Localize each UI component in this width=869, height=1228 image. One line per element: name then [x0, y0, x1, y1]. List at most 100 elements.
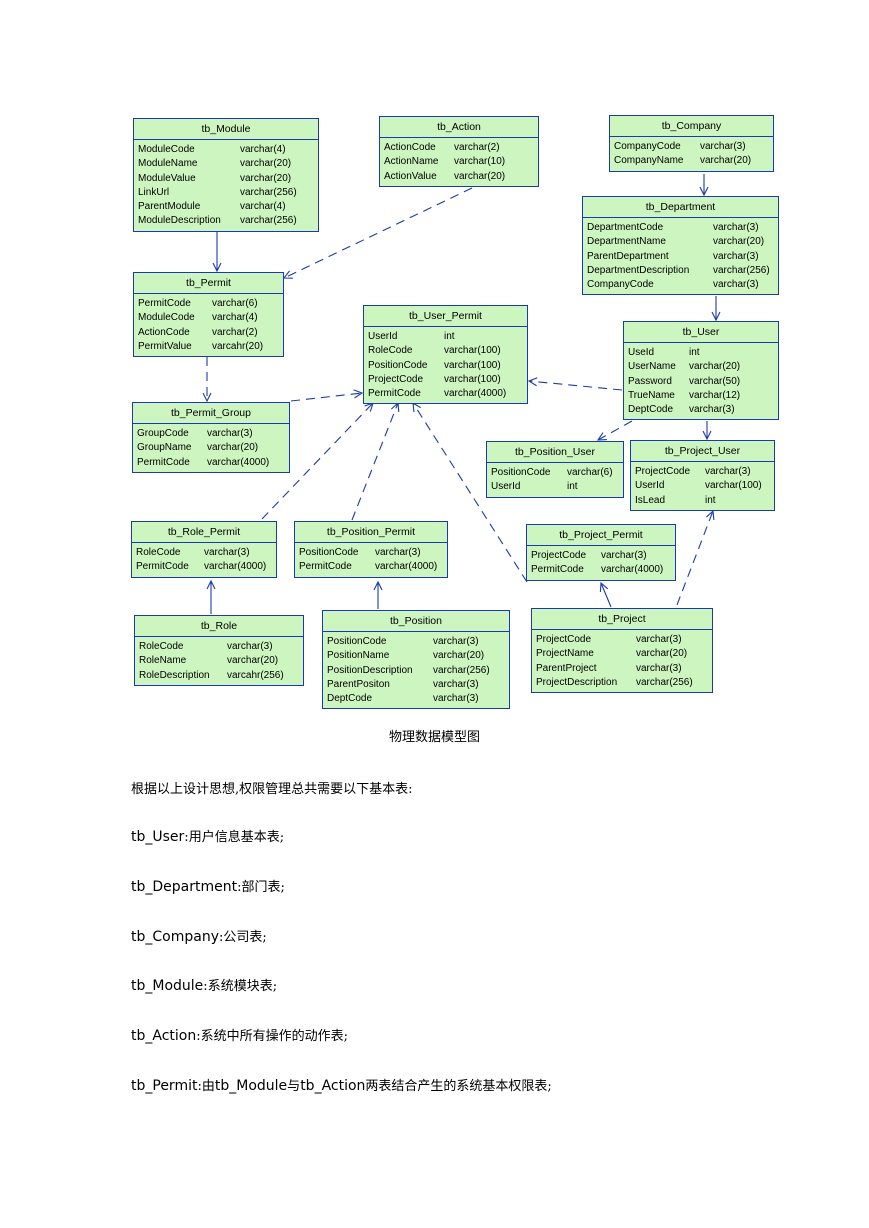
field-type: varchar(4000) — [444, 388, 507, 400]
field-name: ActionCode — [384, 142, 436, 153]
field-name: ParentPositon — [327, 678, 390, 690]
field-name: DepartmentName — [587, 236, 666, 248]
field-type: varchar(20) — [454, 170, 506, 182]
field-name: PermitCode — [299, 561, 352, 573]
field-type: varchar(6) — [212, 298, 258, 309]
field-name: ModuleName — [138, 158, 198, 170]
entity-field-row: ActionCode varchar(2) — [384, 141, 534, 155]
arrowhead-icon — [206, 579, 216, 590]
entity-field-row: GroupCode varchar(3) — [137, 427, 285, 441]
field-name: Password — [628, 375, 672, 387]
field-name: DepartmentDescription — [587, 264, 690, 276]
field-name: ModuleCode — [138, 144, 195, 155]
item-tb-permit: tb_Permit:由tb_Module与tb_Action两表结合产生的系统基… — [131, 1078, 552, 1094]
field-type: varchar(100) — [444, 345, 501, 357]
relation-position_permit-to-user_permit — [351, 401, 400, 521]
field-name: ActionName — [384, 156, 439, 168]
field-type: varchar(4) — [240, 201, 286, 213]
field-type: varchar(20) — [713, 236, 765, 248]
relation-project-to-project_permit — [599, 581, 612, 608]
field-type: varchar(256) — [240, 186, 297, 198]
field-type: varchar(50) — [689, 375, 741, 387]
entity-field-row: ParentModule varchar(4) — [138, 200, 314, 214]
field-name: UserId — [491, 481, 521, 493]
arrowhead-icon — [599, 581, 609, 592]
relation-user-to-user_permit — [527, 377, 623, 391]
field-type: varchar(20) — [433, 650, 485, 662]
item-tb-user: tb_User:用户信息基本表; — [131, 829, 285, 845]
field-name: GroupCode — [137, 428, 189, 439]
field-type: varchar(20) — [700, 155, 752, 167]
field-name: RoleCode — [139, 641, 184, 652]
item-tb-company: tb_Company:公司表; — [131, 929, 267, 945]
field-name: PermitCode — [531, 564, 584, 576]
entity-title: tb_Department — [583, 197, 778, 218]
field-name: ParentModule — [138, 201, 201, 213]
arrowhead-icon — [702, 430, 712, 441]
field-name: ActionCode — [138, 326, 190, 338]
field-name: CompanyCode — [614, 141, 681, 152]
field-type: varchar(3) — [207, 428, 253, 439]
entity-title: tb_Project_User — [631, 441, 774, 462]
field-name: LinkUrl — [138, 186, 170, 198]
field-type: varchar(3) — [433, 636, 479, 647]
field-name: PermitValue — [138, 340, 192, 352]
item-tb-department: tb_Department:部门表; — [131, 879, 285, 895]
field-name: DeptCode — [628, 404, 674, 416]
field-name: RoleDescription — [139, 669, 210, 681]
field-name: ProjectDescription — [536, 676, 618, 688]
field-type: varchar(4000) — [601, 564, 664, 576]
field-type: varchar(4000) — [207, 456, 270, 468]
field-type: varchar(2) — [454, 142, 500, 153]
field-name: TrueName — [628, 389, 675, 401]
field-name: PermitCode — [136, 561, 189, 573]
field-type: varchar(3) — [601, 550, 647, 561]
field-type: varchar(3) — [713, 250, 759, 262]
entity-field-row: Password varchar(50) — [628, 375, 774, 389]
relation-user-to-position_user — [596, 420, 633, 441]
entity-field-row: PermitCode varchar(4000) — [531, 563, 671, 577]
arrowhead-icon — [711, 311, 721, 322]
field-type: varchar(100) — [444, 373, 501, 385]
field-name: IsLead — [635, 494, 666, 506]
field-name: DeptCode — [327, 693, 373, 705]
field-type: int — [705, 494, 716, 506]
field-name: PositionDescription — [327, 664, 413, 676]
field-name: PositionCode — [368, 359, 428, 371]
field-type: varcahr(256) — [227, 669, 284, 681]
entity-title: tb_Action — [380, 117, 538, 138]
field-name: UserName — [628, 361, 676, 373]
